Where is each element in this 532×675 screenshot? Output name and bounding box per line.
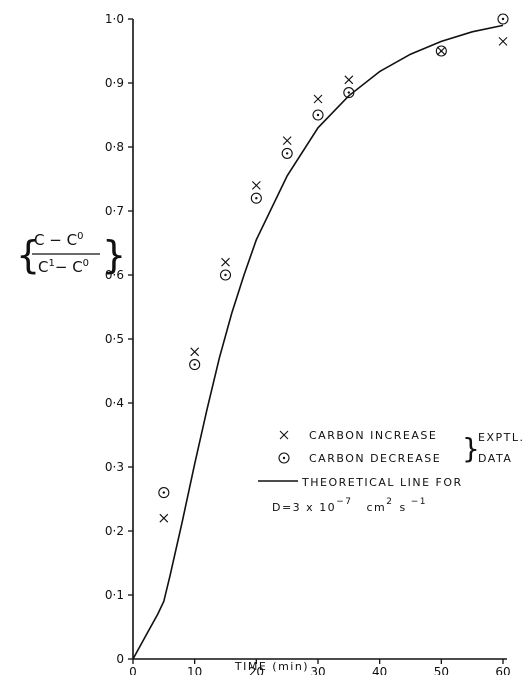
y-label-numerator-text: C − C	[34, 231, 77, 249]
y-tick-label: 0·2	[105, 524, 124, 538]
point-carbon-increase	[221, 257, 230, 267]
point-carbon-decrease	[250, 192, 262, 204]
y-tick-label: 0·5	[105, 332, 124, 346]
y-ticks: 0 0·1 0·2 0·3 0·4 0·5 0·6 0·7 0·8 0·9 1·0	[105, 12, 133, 666]
point-carbon-decrease	[312, 109, 324, 121]
x-ticks: 0 10 20 30 40 50 60	[129, 659, 511, 675]
x-tick-label: 60	[495, 665, 510, 675]
legend-units-s-sup: −1	[411, 497, 427, 507]
point-carbon-decrease	[219, 269, 232, 281]
legend-units-s: s	[399, 501, 406, 514]
legend-units-cm: cm	[366, 501, 386, 514]
x-tick-label: 10	[187, 665, 202, 675]
y-tick-label: 0·3	[105, 460, 124, 474]
x-tick-label: 30	[310, 665, 325, 675]
y-tick-label: 1·0	[105, 12, 124, 26]
point-carbon-increase	[190, 347, 200, 357]
point-carbon-increase	[159, 513, 169, 523]
legend-marker-circle	[278, 452, 290, 464]
legend-units-cm-sup: 2	[386, 497, 393, 507]
y-tick-label: 0·4	[105, 396, 124, 410]
y-tick-label: 0	[116, 652, 124, 666]
y-tick-label: 0·7	[105, 204, 124, 218]
y-label-left-brace: {	[16, 233, 40, 277]
y-label-denominator: C1− C0	[38, 258, 89, 276]
y-label-numerator-sup: 0	[77, 231, 83, 242]
x-tick-label: 50	[434, 665, 449, 675]
legend: CARBON INCREASE CARBON DECREASE } EXPTL.…	[258, 429, 524, 514]
y-tick-label: 0·8	[105, 140, 124, 154]
x-tick-label: 40	[372, 665, 387, 675]
point-carbon-decrease	[435, 45, 447, 57]
point-carbon-increase	[344, 75, 354, 85]
y-label-denominator-mid: − C	[55, 258, 83, 276]
axes	[132, 19, 507, 660]
legend-label-decrease: CARBON DECREASE	[309, 452, 441, 465]
legend-diffusivity-exp: −7	[336, 497, 352, 507]
legend-bracket-label-2: DATA	[478, 452, 512, 465]
legend-label-increase: CARBON INCREASE	[309, 429, 437, 442]
point-carbon-decrease	[158, 487, 170, 499]
legend-item-increase: CARBON INCREASE	[279, 429, 437, 442]
theoretical-line	[132, 24, 504, 660]
series-carbon-increase	[159, 37, 508, 523]
legend-bracket: }	[462, 432, 480, 465]
x-tick-label: 0	[129, 665, 137, 675]
y-axis-label: { } C − C0 C1− C0	[16, 231, 126, 277]
point-carbon-increase	[282, 136, 292, 145]
y-label-denominator-sup1: 1	[48, 258, 54, 269]
legend-bracket-label-1: EXPTL.	[478, 431, 524, 444]
x-axis-label: TIME (min)	[234, 660, 309, 673]
point-carbon-increase	[498, 37, 508, 46]
series-carbon-decrease	[158, 13, 509, 499]
point-carbon-increase	[313, 94, 323, 104]
point-carbon-decrease	[343, 87, 355, 99]
y-tick-label: 0·6	[105, 268, 124, 282]
point-carbon-decrease	[281, 147, 293, 159]
legend-marker-x	[279, 430, 289, 440]
point-carbon-increase	[251, 181, 261, 190]
x-tick-label: 20	[249, 665, 264, 675]
y-tick-label: 0·9	[105, 76, 124, 90]
point-carbon-decrease	[497, 13, 509, 25]
y-label-denominator-sup2: 0	[83, 258, 89, 269]
y-label-right-brace: }	[102, 233, 126, 277]
legend-label-theory: THEORETICAL LINE FOR	[301, 476, 463, 489]
legend-diffusivity-text: D=3 x 10	[272, 501, 336, 514]
y-tick-label: 0·1	[105, 588, 124, 602]
y-label-numerator: C − C0	[34, 231, 83, 249]
point-carbon-decrease	[189, 359, 201, 371]
y-label-denominator-c: C	[38, 258, 48, 276]
legend-item-decrease: CARBON DECREASE	[278, 452, 441, 465]
